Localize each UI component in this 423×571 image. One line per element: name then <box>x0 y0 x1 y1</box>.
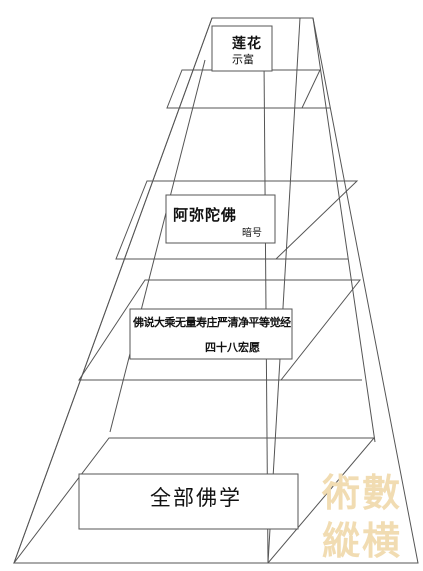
box-middle <box>165 194 276 244</box>
watermark-line-2: 縱横 <box>322 518 403 563</box>
middle-level-title: 阿弥陀佛 <box>173 206 238 224</box>
back-edge-right-3 <box>109 59 206 433</box>
back-edge-right-1 <box>312 17 376 443</box>
base-level-title: 全部佛学 <box>150 486 242 510</box>
watermark-line-1: 術數 <box>322 470 403 515</box>
lower-level-subtitle: 四十八宏愿 <box>205 341 260 354</box>
lower-level-title: 佛说大乘无量寿庄严清净平等觉经 <box>133 316 291 329</box>
box-base <box>78 473 299 530</box>
back-edge-right-2 <box>267 17 301 564</box>
back-edge-left <box>13 17 213 564</box>
box-lower <box>129 308 293 360</box>
top-level-title: 莲花 <box>232 36 262 52</box>
box-top <box>211 25 273 72</box>
middle-level-subtitle: 暗号 <box>242 228 262 239</box>
top-level-subtitle: 示富 <box>232 53 254 66</box>
